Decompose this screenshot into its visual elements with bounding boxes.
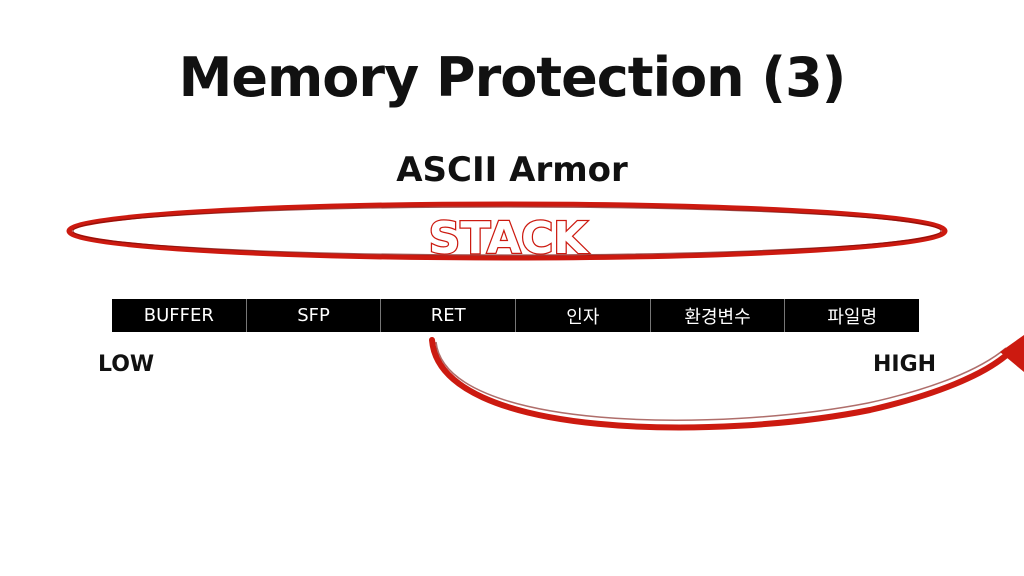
ascii-armor-ellipse-inner	[72, 206, 942, 256]
redirect-arrow-shadow	[435, 341, 1007, 421]
stack-cell-filename: 파일명	[827, 306, 878, 328]
arrow-head-icon	[1000, 335, 1024, 372]
stack-cell-sfp: SFP	[247, 299, 382, 332]
redirect-arrow	[429, 337, 1013, 431]
low-address-label: LOW	[98, 352, 155, 377]
slide-subtitle: ASCII Armor	[396, 150, 628, 190]
ascii-armor-ellipse	[66, 201, 948, 261]
stack-cell-buffer: BUFFER	[112, 299, 247, 332]
stack-cell-ret: RET	[381, 299, 517, 332]
stack-frame: BUFFER SFP RET 인자 환경변수 파일명	[112, 299, 919, 332]
stack-cell-env: 환경변수	[651, 299, 786, 332]
stack-label: STACK	[429, 213, 590, 264]
high-address-label: HIGH	[873, 352, 937, 377]
slide-title: Memory Protection (3)	[178, 46, 847, 109]
stack-cell-args: 인자	[516, 299, 651, 332]
